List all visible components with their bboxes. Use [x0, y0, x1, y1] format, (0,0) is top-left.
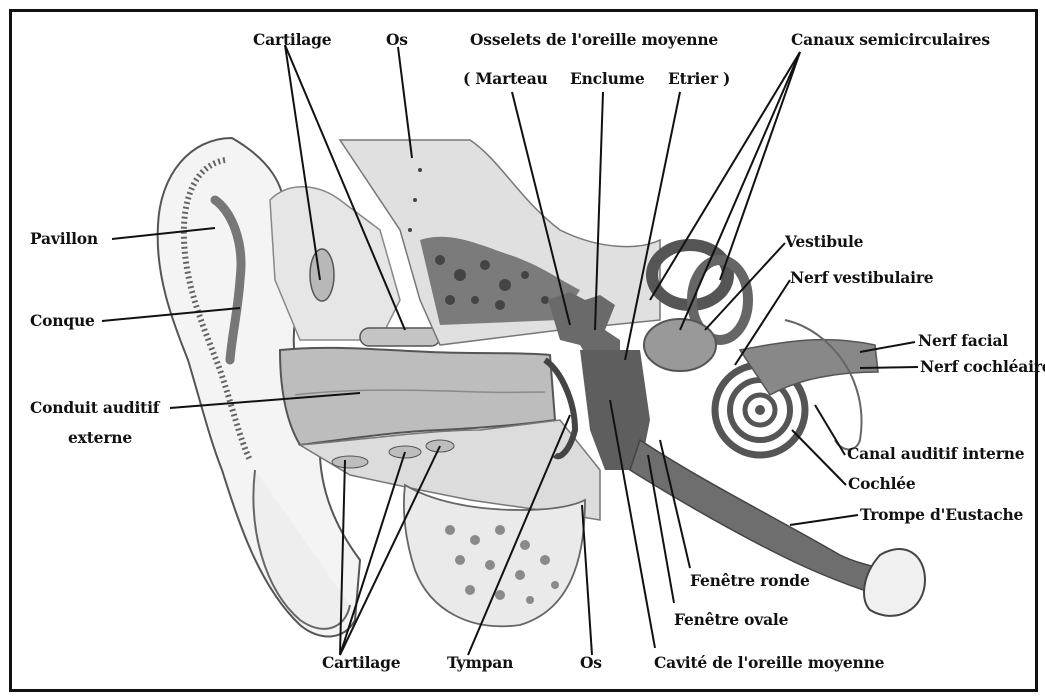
label-nerf-facial: Nerf facial [918, 331, 1008, 350]
label-nerf-cochleaire: Nerf cochléaire [920, 357, 1045, 376]
tube-opening [864, 549, 925, 616]
label-marteau: ( Marteau [463, 69, 548, 88]
label-conduit-line2: externe [68, 428, 132, 447]
cochlea-core [755, 405, 765, 415]
cartilage-oval-upper [310, 249, 334, 301]
label-pavillon: Pavillon [30, 229, 98, 248]
label-enclume: Enclume [570, 69, 645, 88]
cartilage-bar-upper [360, 328, 440, 346]
label-vestibule: Vestibule [785, 232, 863, 251]
label-os-bottom: Os [580, 653, 602, 672]
label-fenetre-ovale: Fenêtre ovale [674, 610, 788, 629]
label-canal-interne: Canal auditif interne [847, 444, 1024, 463]
label-cartilage-top: Cartilage [253, 30, 331, 49]
label-nerf-vestibulaire: Nerf vestibulaire [790, 268, 933, 287]
label-os-top: Os [386, 30, 408, 49]
label-fenetre-ronde: Fenêtre ronde [690, 571, 810, 590]
label-conque: Conque [30, 311, 95, 330]
label-tympan: Tympan [447, 653, 513, 672]
cartilage-oval-l1 [332, 456, 368, 468]
label-conduit-line1: Conduit auditif [30, 398, 159, 417]
vestibule-shape [644, 319, 716, 371]
label-osselets-title: Osselets de l'oreille moyenne [470, 30, 718, 49]
label-canaux: Canaux semicirculaires [791, 30, 990, 49]
label-trompe: Trompe d'Eustache [860, 505, 1023, 524]
label-cartilage-bottom: Cartilage [322, 653, 400, 672]
nerve-bundle [740, 340, 878, 395]
label-cochlee: Cochlée [848, 474, 916, 493]
label-etrier: Etrier ) [668, 69, 730, 88]
label-cavite: Cavité de l'oreille moyenne [654, 653, 884, 672]
